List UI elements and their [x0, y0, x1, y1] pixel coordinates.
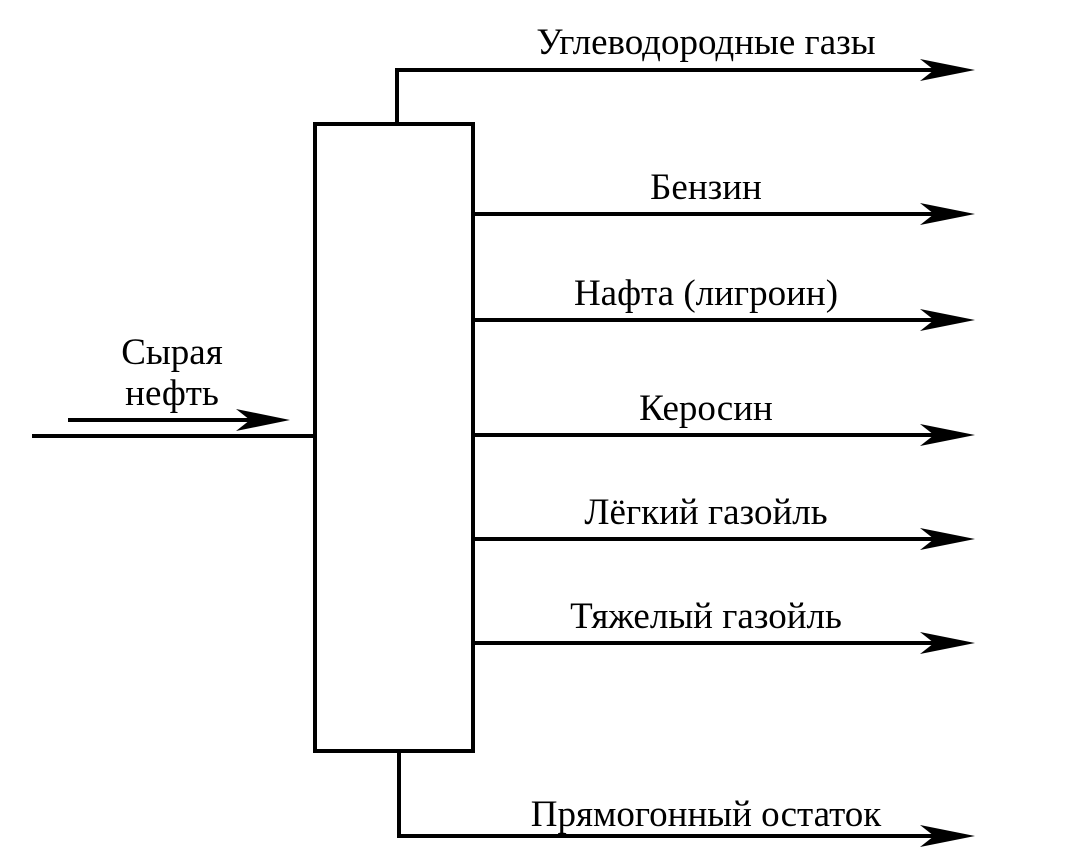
output-label-gasoline: Бензин: [650, 167, 762, 208]
output-label-naphtha: Нафта (лигроин): [574, 273, 838, 314]
output-arrow-gasoline: [920, 203, 975, 225]
output-arrow-hydrocarbon-gases: [920, 59, 975, 81]
crude-oil-arrow-head: [236, 409, 290, 431]
output-arrow-kerosene: [920, 424, 975, 446]
output-arrow-light-gas-oil: [920, 528, 975, 550]
output-label-kerosene: Керосин: [639, 388, 773, 429]
crude-oil-label-line1: Сырая: [121, 332, 222, 373]
distillation-column: [313, 122, 475, 753]
output-line-residue: [397, 751, 935, 838]
output-label-hydrocarbon-gases: Углеводородные газы: [536, 22, 875, 63]
output-label-light-gas-oil: Лёгкий газойль: [584, 492, 827, 533]
output-label-heavy-gas-oil: Тяжелый газойль: [570, 596, 842, 637]
crude-oil-label-line2: нефть: [125, 373, 219, 414]
output-line-hydrocarbon-gases: [395, 68, 935, 124]
output-arrow-naphtha: [920, 309, 975, 331]
output-arrow-residue: [920, 825, 975, 847]
output-label-residue: Прямогонный остаток: [531, 794, 883, 835]
output-arrow-heavy-gas-oil: [920, 632, 975, 654]
